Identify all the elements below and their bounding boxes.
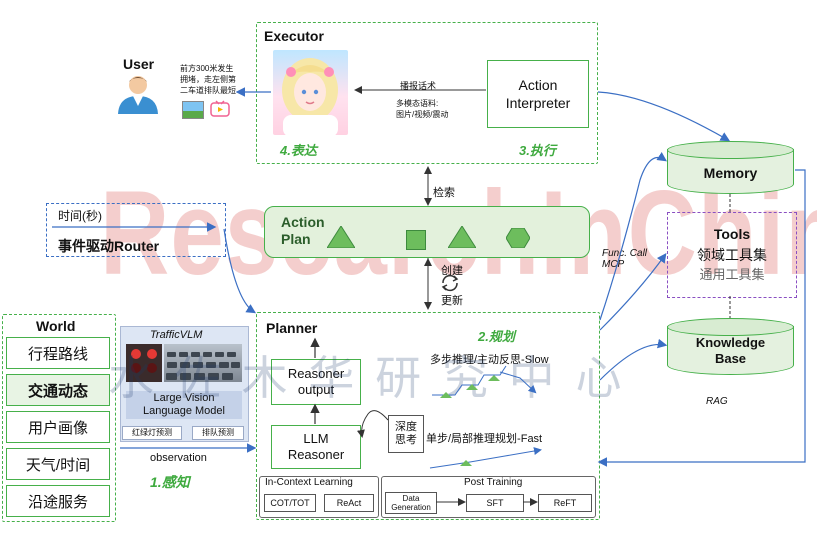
memory-label: Memory bbox=[703, 165, 758, 181]
icl-container bbox=[259, 476, 379, 518]
user-title: User bbox=[123, 56, 155, 72]
multimodal-label: 多模态语料: 图片/视频/震动 bbox=[396, 99, 449, 119]
router-time-label: 时间(秒) bbox=[58, 209, 102, 223]
update-label: 更新 bbox=[441, 295, 463, 307]
fast-label: 单步/局部推理规划-Fast bbox=[426, 433, 543, 445]
world-item-route: 行程路线 bbox=[6, 337, 110, 369]
create-label: 创建 bbox=[441, 265, 463, 277]
tools-title: Tools bbox=[713, 226, 751, 242]
planner-container bbox=[256, 312, 600, 520]
traffic-jam-image bbox=[164, 344, 242, 382]
world-item-label: 用户画像 bbox=[27, 419, 88, 437]
traffic-light-image bbox=[126, 344, 162, 382]
world-item-services: 沿途服务 bbox=[6, 485, 110, 517]
tag-queue-prediction: 排队预测 bbox=[192, 426, 244, 440]
plan-shape-square bbox=[406, 230, 426, 250]
icl-item-react: ReAct bbox=[324, 494, 374, 512]
stage-perceive: 1.感知 bbox=[150, 474, 190, 490]
post-training-container bbox=[381, 476, 596, 518]
sync-icon bbox=[440, 274, 460, 297]
knowledge-label: Knowledge Base bbox=[695, 335, 766, 366]
post-training-item-label: Data Generation bbox=[391, 494, 431, 512]
reasoner-output-label: Reasoner output bbox=[287, 366, 345, 397]
image-icon bbox=[182, 101, 204, 119]
post-training-reft: ReFT bbox=[538, 494, 592, 512]
world-item-label: 天气/时间 bbox=[25, 456, 91, 474]
tag-traffic-light-prediction: 红绿灯预测 bbox=[122, 426, 182, 440]
planner-title: Planner bbox=[266, 320, 318, 336]
llm-reasoner-box: LLM Reasoner bbox=[271, 425, 361, 469]
broadcast-label: 播报话术 bbox=[400, 81, 437, 91]
tools-domain: 领域工具集 bbox=[697, 247, 767, 263]
action-interpreter-label: Action Interpreter bbox=[505, 77, 571, 111]
world-item-label: 交通动态 bbox=[27, 382, 88, 400]
world-item-user-profile: 用户画像 bbox=[6, 411, 110, 443]
plan-shape-hexagon bbox=[505, 227, 531, 253]
action-plan-box bbox=[264, 206, 590, 258]
post-training-item-label: ReFT bbox=[553, 498, 577, 508]
plan-shape-triangle-1 bbox=[326, 225, 356, 253]
executor-container bbox=[256, 22, 598, 164]
tools-general: 通用工具集 bbox=[699, 267, 765, 282]
avatar-image bbox=[273, 50, 348, 135]
func-call-label: Func. Call MCP bbox=[602, 248, 648, 270]
post-training-data-generation: Data Generation bbox=[385, 492, 437, 514]
user-message: 前方300米发生 拥堵，走左侧第 二车道排队最短 bbox=[180, 64, 236, 95]
stage-execute: 3.执行 bbox=[519, 143, 556, 158]
post-training-title: Post Training bbox=[464, 477, 523, 488]
stage-express: 4.表达 bbox=[280, 143, 317, 158]
trafficvlm-subtitle: Large Vision Language Model bbox=[126, 391, 242, 419]
stage-plan: 2.规划 bbox=[478, 329, 515, 344]
deep-thinking-box: 深度 思考 bbox=[388, 415, 424, 453]
slow-label: 多步推理/主动反思-Slow bbox=[430, 354, 549, 366]
observation-label: observation bbox=[150, 452, 207, 464]
icl-item-label: COT/TOT bbox=[270, 498, 310, 508]
icl-item-cot: COT/TOT bbox=[264, 494, 316, 512]
post-training-item-label: SFT bbox=[486, 498, 504, 508]
world-item-label: 行程路线 bbox=[27, 345, 88, 363]
rag-label: RAG bbox=[706, 396, 728, 407]
knowledge-cylinder-top bbox=[667, 318, 794, 336]
icl-item-label: ReAct bbox=[336, 498, 362, 508]
action-plan-title: Action Plan bbox=[281, 214, 325, 247]
deep-thinking-label: 深度 思考 bbox=[395, 421, 417, 446]
world-item-label: 沿途服务 bbox=[27, 493, 88, 511]
post-training-sft: SFT bbox=[466, 494, 524, 512]
world-title: World bbox=[36, 318, 76, 334]
icl-title: In-Context Learning bbox=[265, 477, 353, 488]
action-interpreter-box: Action Interpreter bbox=[487, 60, 589, 128]
memory-cylinder-top bbox=[667, 141, 794, 159]
world-item-traffic: 交通动态 bbox=[6, 374, 110, 406]
video-icon bbox=[210, 100, 230, 117]
watermark-cjk: 水 佐 木 华 研 究 中 心 bbox=[108, 352, 626, 404]
executor-title: Executor bbox=[264, 28, 324, 44]
world-item-weather-time: 天气/时间 bbox=[6, 448, 110, 480]
retrieve-label: 检索 bbox=[433, 187, 455, 199]
plan-shape-triangle-2 bbox=[447, 225, 477, 253]
router-title: 事件驱动Router bbox=[58, 238, 160, 254]
llm-reasoner-label: LLM Reasoner bbox=[287, 431, 345, 462]
world-container bbox=[2, 314, 116, 522]
user-icon bbox=[115, 74, 161, 114]
trafficvlm-title: TrafficVLM bbox=[150, 329, 203, 341]
